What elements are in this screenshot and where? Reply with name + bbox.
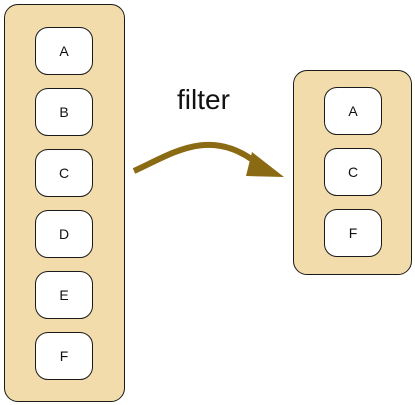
result-item: C: [324, 148, 382, 196]
source-item: D: [35, 210, 93, 258]
source-collection: A B C D E F: [4, 4, 125, 402]
result-item: F: [324, 209, 382, 257]
source-item: A: [35, 27, 93, 75]
filter-label: filter: [177, 84, 230, 115]
filter-arrow-head: [246, 152, 284, 177]
filter-arrow-shaft: [132, 141, 260, 174]
source-item: F: [35, 332, 93, 380]
source-item: C: [35, 149, 93, 197]
source-item: B: [35, 88, 93, 136]
result-item: A: [324, 87, 382, 135]
result-collection: A C F: [293, 70, 412, 275]
source-item: E: [35, 271, 93, 319]
